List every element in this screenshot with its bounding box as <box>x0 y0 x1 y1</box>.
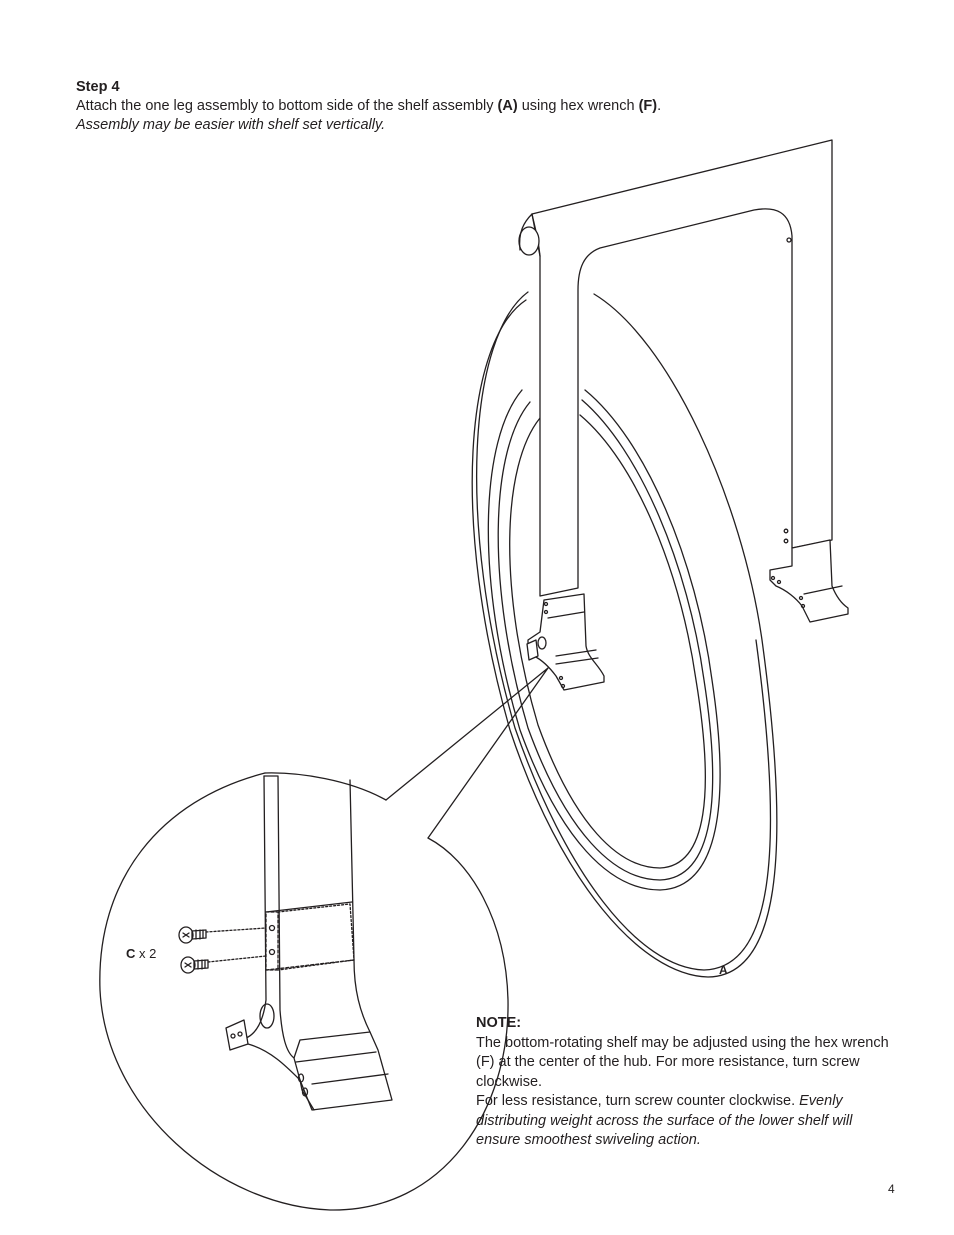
part-a-reference: (A) <box>497 98 518 114</box>
step-title: Step 4 <box>76 79 120 95</box>
instruction-text-3: . <box>657 98 662 114</box>
screw-quantity: x 2 <box>135 946 157 961</box>
screw-c-top <box>178 926 267 944</box>
part-a-label: A <box>719 963 728 977</box>
step-instruction: Attach the one leg assembly to bottom si… <box>76 97 896 116</box>
back-leg-foot <box>769 539 849 623</box>
round-shelf <box>471 291 778 978</box>
step-hint: Assembly may be easier with shelf set ve… <box>76 117 386 133</box>
screw-quantity-label: C x 2 <box>126 946 156 962</box>
page-number: 4 <box>888 1182 895 1196</box>
frame-assembly <box>518 139 833 597</box>
detail-callout <box>99 667 549 1211</box>
screw-part-letter: C <box>126 946 136 961</box>
screw-c-bottom <box>180 955 267 974</box>
note-line-1: The bottom-rotating shelf may be adjuste… <box>476 1034 889 1090</box>
front-leg-foot <box>526 593 605 691</box>
instruction-text-1: Attach the one leg assembly to bottom si… <box>76 98 498 114</box>
note-line-2-plain: For less resistance, turn screw counter … <box>476 1093 800 1109</box>
detail-leg <box>225 775 393 1111</box>
part-f-reference: (F) <box>638 98 658 114</box>
step-instructions: Step 4 Attach the one leg assembly to bo… <box>76 78 896 135</box>
note-line-2-italic: Evenly distributing weight across the su… <box>476 1093 853 1148</box>
note-block: NOTE: The bottom-rotating shelf may be a… <box>476 1014 896 1151</box>
note-line-2: For less resistance, turn screw counter … <box>476 1092 896 1151</box>
instruction-text-2: using hex wrench <box>517 98 639 114</box>
note-title: NOTE: <box>476 1015 522 1031</box>
